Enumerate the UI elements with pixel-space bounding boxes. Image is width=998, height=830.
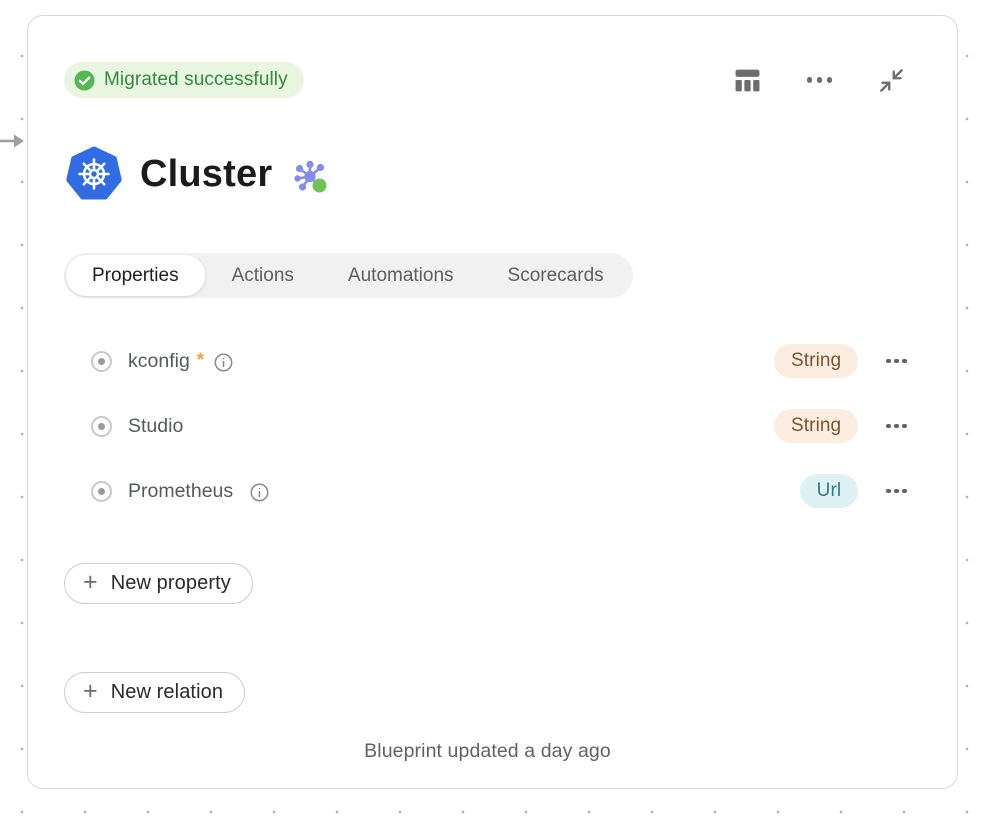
property-row-kconfig: kconfig * String — [64, 341, 911, 381]
tab-bar: Properties Actions Automations Scorecard… — [64, 253, 633, 298]
incoming-relation-arrow-icon — [0, 134, 24, 148]
property-handle-icon[interactable] — [91, 350, 112, 372]
new-relation-label: New relation — [110, 681, 224, 703]
tab-actions[interactable]: Actions — [231, 264, 294, 286]
property-type-badge[interactable]: String — [773, 409, 859, 443]
required-marker: * — [196, 350, 205, 371]
check-circle-icon — [74, 70, 95, 90]
plus-icon: + — [83, 677, 98, 705]
table-view-button[interactable] — [734, 68, 761, 93]
card-toolbar — [734, 67, 906, 94]
info-icon[interactable] — [250, 483, 269, 502]
property-name: Studio — [128, 414, 184, 437]
new-property-label: New property — [110, 572, 231, 594]
property-menu-button[interactable] — [884, 355, 909, 368]
property-row-studio: Studio String — [64, 406, 911, 446]
page-title: Cluster — [140, 152, 273, 195]
tab-automations[interactable]: Automations — [347, 264, 454, 286]
property-menu-button[interactable] — [884, 485, 909, 498]
new-property-button[interactable]: + New property — [64, 563, 253, 604]
tab-scorecards[interactable]: Scorecards — [507, 264, 604, 286]
property-name: kconfig — [128, 349, 190, 372]
status-badge: Migrated successfully — [64, 62, 304, 98]
property-type-badge[interactable]: String — [773, 344, 859, 378]
collapse-icon — [880, 68, 903, 92]
table-columns-icon — [735, 69, 759, 91]
info-icon[interactable] — [214, 353, 233, 372]
blueprint-updated-text: Blueprint updated a day ago — [364, 740, 611, 762]
property-menu-button[interactable] — [884, 420, 909, 433]
status-badge-label: Migrated successfully — [104, 69, 288, 90]
property-handle-icon[interactable] — [91, 415, 112, 437]
graph-cluster-icon[interactable] — [294, 160, 328, 194]
ellipsis-icon — [806, 77, 832, 83]
properties-list: kconfig * String Studio String — [64, 341, 911, 511]
plus-icon: + — [83, 568, 98, 596]
property-handle-icon[interactable] — [91, 480, 112, 502]
property-row-prometheus: Prometheus Url — [64, 471, 911, 511]
new-relation-button[interactable]: + New relation — [64, 672, 246, 713]
more-options-button[interactable] — [806, 77, 832, 83]
blueprint-title-row: Cluster — [66, 146, 911, 202]
property-name: Prometheus — [128, 479, 234, 502]
kubernetes-icon — [66, 146, 122, 200]
tab-properties[interactable]: Properties — [66, 255, 205, 296]
property-type-badge[interactable]: Url — [799, 474, 859, 508]
blueprint-card: Migrated successfully — [27, 15, 958, 789]
card-top-row: Migrated successfully — [64, 62, 911, 98]
collapse-button[interactable] — [878, 67, 905, 94]
